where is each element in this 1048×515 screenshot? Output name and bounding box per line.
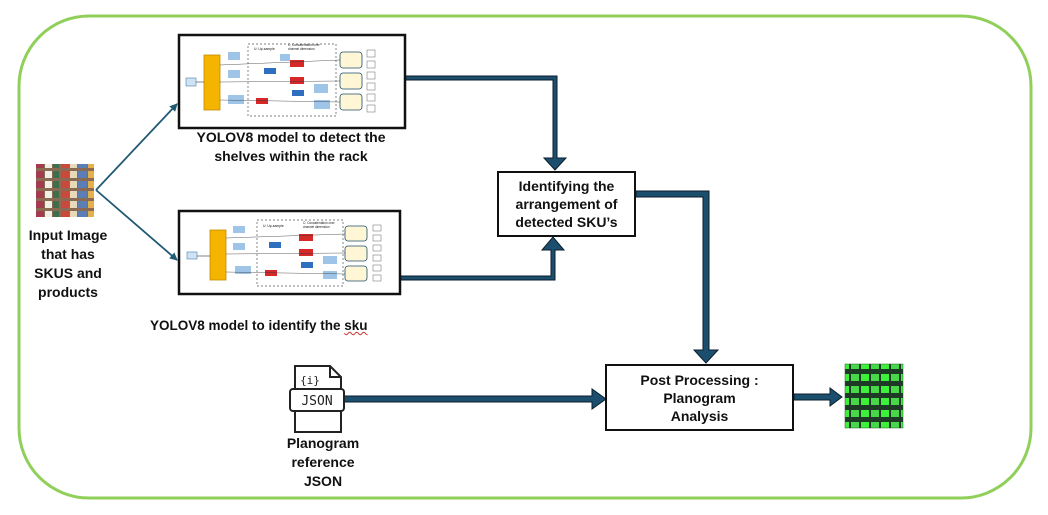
json-icon-text: JSON — [301, 394, 332, 409]
output-planogram-thumbnail — [844, 363, 904, 429]
model1-upsample-label: U: Up-sample — [254, 47, 275, 51]
arrow-input-to-model1 — [95, 103, 178, 191]
arrow-model2-to-identify — [399, 236, 566, 281]
identify-arrangement-label: Identifying the arrangement of detected … — [515, 178, 618, 230]
json-file-icon: {i} JSON — [289, 365, 345, 433]
arrow-identify-to-post — [635, 190, 720, 364]
model2-caption-sku: sku — [344, 318, 368, 333]
identify-arrangement-box: Identifying the arrangement of detected … — [497, 171, 636, 237]
input-image-thumbnail — [36, 164, 94, 217]
arrow-json-to-post — [343, 388, 607, 410]
post-processing-box: Post Processing : Planogram Analysis — [605, 364, 794, 431]
arrow-model1-to-identify — [404, 75, 568, 171]
post-processing-label: Post Processing : Planogram Analysis — [640, 371, 759, 424]
model2-caption: YOLOV8 model to identify the sku — [150, 316, 410, 335]
arrow-post-to-output — [793, 387, 843, 407]
model2-caption-text: YOLOV8 model to identify the — [150, 318, 345, 333]
model1-caption: YOLOV8 model to detect the shelves withi… — [196, 129, 386, 164]
arrow-input-to-model2 — [95, 189, 178, 261]
outer-frame — [17, 14, 1033, 500]
json-reference-label: Planogram reference JSON — [286, 435, 360, 489]
json-icon-glyph: {i} — [300, 374, 320, 387]
model2-upsample-label: U: Up-sample — [263, 224, 284, 228]
input-image-label: Input Image that has SKUS and products — [28, 227, 108, 300]
